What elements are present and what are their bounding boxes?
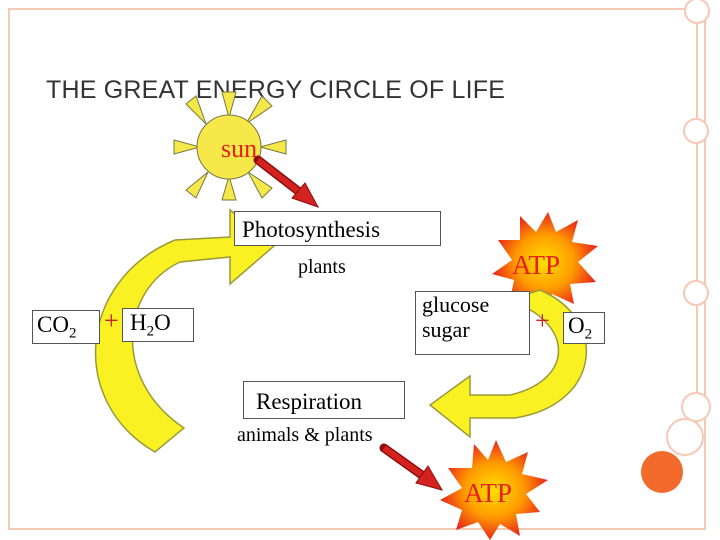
decorative-ring [683, 280, 709, 306]
h2o-box [122, 308, 194, 342]
sun-label: sun [221, 134, 258, 163]
starburst-icon [492, 212, 598, 312]
slide-title: THE GREAT ENERGY CIRCLE OF LIFE [46, 76, 506, 104]
decorative-ring [683, 118, 709, 144]
sun-icon [173, 91, 287, 201]
atp-label-top: ATP [512, 250, 561, 280]
decorative-line [696, 0, 698, 450]
red-arrow-icon [379, 443, 444, 491]
atp-label-bottom: ATP [464, 478, 513, 508]
decorative-orange-dot [641, 451, 683, 493]
respiration-label: Respiration [256, 389, 363, 414]
red-arrow-icon [253, 155, 320, 208]
respiration-organisms: animals & plants [237, 424, 373, 446]
decorative-ring [666, 418, 704, 456]
photosynthesis-box [234, 211, 441, 246]
photosynthesis-organisms: plants [298, 256, 346, 278]
starburst-icon [440, 440, 548, 540]
plus-sign: + [104, 306, 119, 335]
co2-formula: CO2 [37, 312, 77, 342]
respiration-box [243, 381, 405, 419]
slide-border [8, 8, 706, 530]
curved-arrow-icon [94, 208, 276, 453]
o2-box [563, 312, 605, 344]
photosynthesis-label: Photosynthesis [242, 217, 381, 242]
plus-sign: + [535, 306, 550, 335]
o2-formula: O2 [568, 313, 593, 343]
co2-box [32, 310, 100, 344]
h2o-formula: H2O [130, 310, 171, 340]
decorative-ring [684, 0, 710, 24]
glucose-box [415, 291, 530, 355]
